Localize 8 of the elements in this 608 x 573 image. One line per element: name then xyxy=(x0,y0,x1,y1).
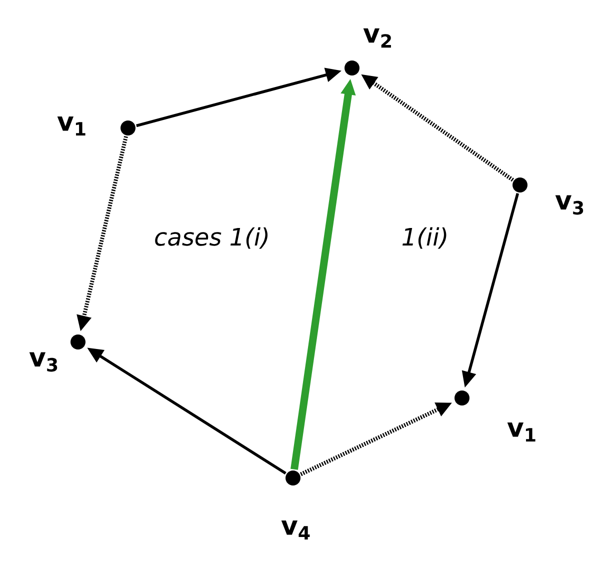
vertex-label: v$_{2}$ xyxy=(363,28,391,48)
vertex-label: v$_{4}$ xyxy=(281,520,310,540)
vertex-label: v$_{1}$ xyxy=(57,116,86,136)
vertex-label: v$_{3}$ xyxy=(555,195,584,215)
case-label: 1(ii) xyxy=(402,227,446,249)
vertex-label: v$_{1}$ xyxy=(507,422,536,442)
vertex-label: v$_{3}$ xyxy=(29,352,58,372)
case-label: cases 1(i) xyxy=(155,227,268,249)
